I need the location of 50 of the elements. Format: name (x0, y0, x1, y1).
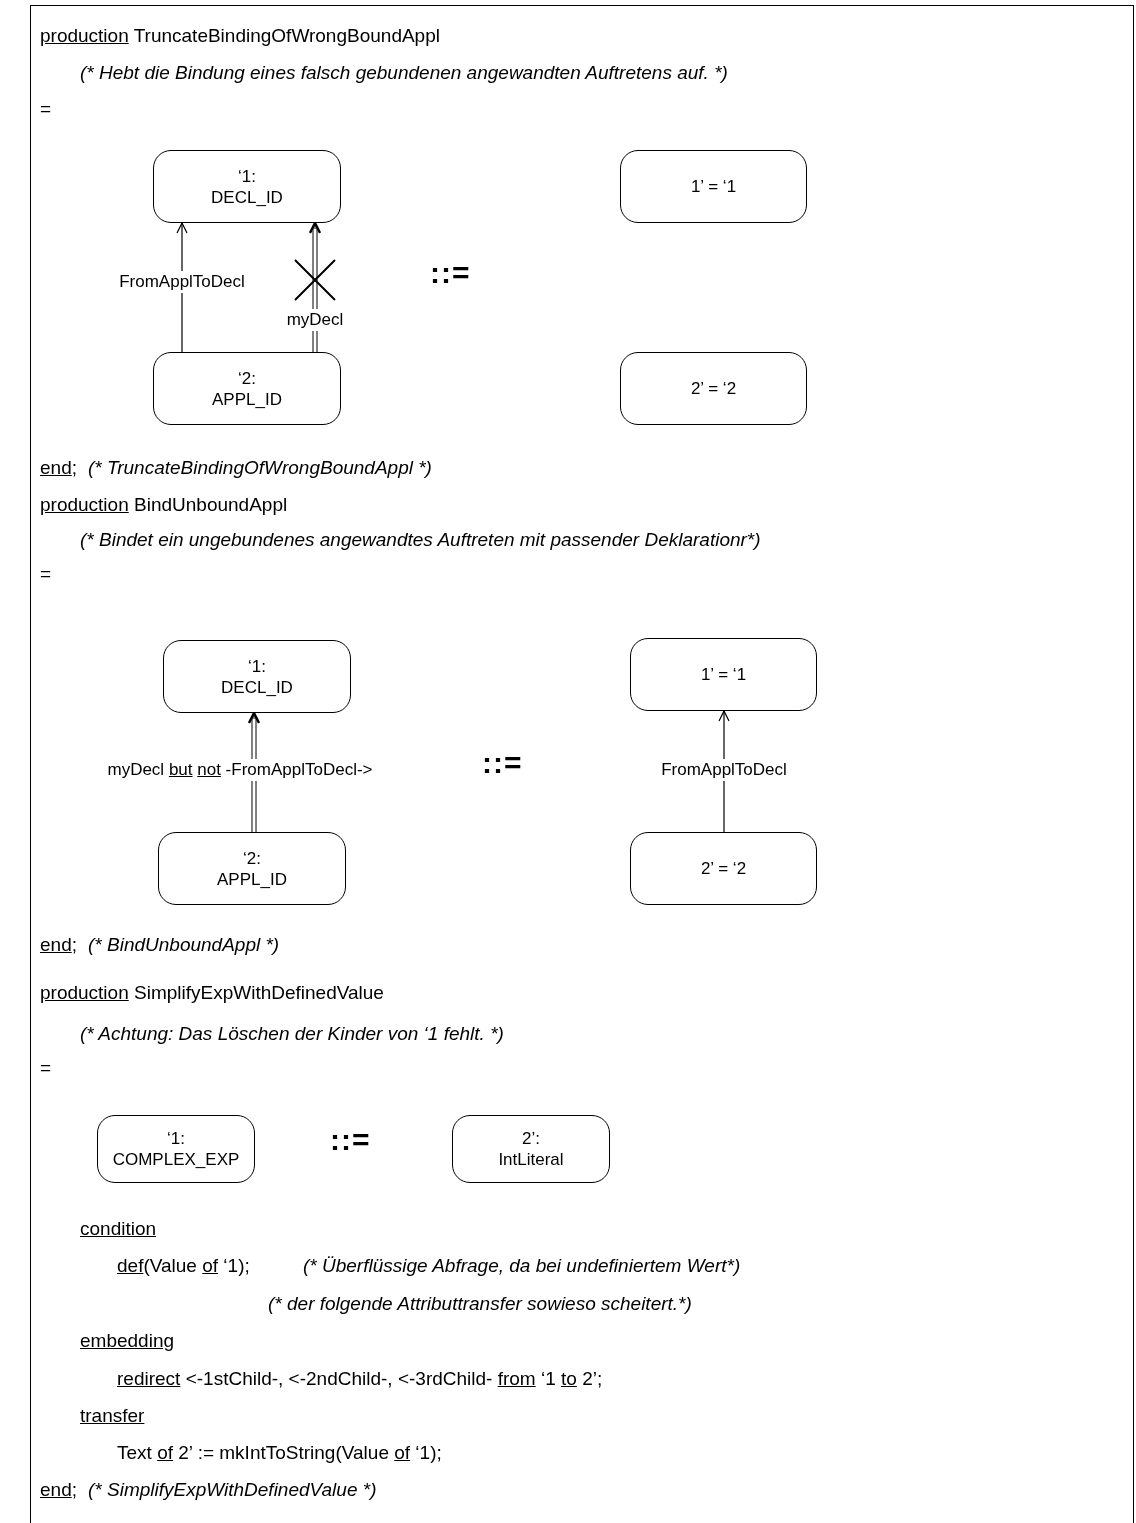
node-label: ‘1: DECL_ID (221, 655, 293, 698)
rounded-node-box (153, 352, 341, 425)
edge-label: FromApplToDecl (659, 759, 789, 781)
rewrite-operator: ::= (430, 262, 471, 284)
node-label: ‘2: APPL_ID (212, 367, 282, 410)
node-label: 2’ = ‘2 (700, 858, 747, 879)
comment-text: (* BindUnboundAppl *) (88, 934, 280, 956)
keyword-line: embedding (80, 1330, 175, 1352)
rounded-node-box (620, 352, 807, 425)
node-label: ‘2: APPL_ID (217, 847, 287, 890)
rounded-node-box (163, 640, 351, 713)
node-label: ‘1: DECL_ID (211, 165, 283, 208)
node-label: 2’: IntLiteral (498, 1128, 564, 1170)
keyword-line: condition (80, 1218, 157, 1240)
comment-text: (* Bindet ein ungebundenes angewandtes Auftreten mit passender Deklarationr*) (80, 529, 761, 551)
equals-sign: = (40, 563, 52, 585)
comment-text: (* SimplifyExpWithDefinedValue *) (88, 1479, 377, 1501)
node-label: 1’ = ‘1 (690, 176, 737, 197)
equals-sign: = (40, 1057, 52, 1079)
rewrite-operator: ::= (482, 752, 523, 774)
comment-text: (* Achtung: Das Löschen der Kinder von ‘1 fehlt. *) (80, 1023, 504, 1045)
rewrite-operator: ::= (330, 1129, 371, 1151)
code-line: Text of 2’ := mkIntToString(Value of ‘1); (117, 1442, 442, 1464)
comment-text: (* Überflüssige Abfrage, da bei undefiniertem Wert*) (303, 1255, 741, 1277)
keyword-line: end; (40, 1479, 77, 1501)
keyword-line: transfer (80, 1405, 145, 1427)
keyword-line: end; (40, 934, 77, 956)
code-line: redirect <-1stChild-, <-2ndChild-, <-3rdChild- from ‘1 to 2’; (117, 1368, 603, 1390)
rounded-node-box (158, 832, 346, 905)
node-label: 1’ = ‘1 (700, 664, 747, 685)
keyword-line: production TruncateBindingOfWrongBoundAppl (40, 25, 440, 47)
keyword-line: production BindUnboundAppl (40, 494, 288, 516)
equals-sign: = (40, 98, 52, 120)
rounded-node-box (452, 1115, 610, 1183)
keyword-line: production SimplifyExpWithDefinedValue (40, 982, 384, 1004)
keyword-line: end; (40, 457, 77, 479)
comment-text: (* der folgende Attributtransfer sowieso scheitert.*) (268, 1293, 692, 1315)
edge-label: myDecl but not -FromApplToDecl-> (105, 759, 375, 781)
rounded-node-box (153, 150, 341, 223)
rounded-node-box (630, 832, 817, 905)
edge-label: myDecl (284, 309, 346, 331)
comment-text: (* TruncateBindingOfWrongBoundAppl *) (88, 457, 432, 479)
rounded-node-box (630, 638, 817, 711)
node-label: 2’ = ‘2 (690, 378, 737, 399)
rounded-node-box (620, 150, 807, 223)
code-line: def(Value of ‘1); (117, 1255, 250, 1277)
edge-label: FromApplToDecl (117, 271, 247, 293)
comment-text: (* Hebt die Bindung eines falsch gebundenen angewandten Auftretens auf. *) (80, 62, 728, 84)
rounded-node-box (97, 1115, 255, 1183)
node-label: ‘1: COMPLEX_EXP (112, 1128, 240, 1170)
